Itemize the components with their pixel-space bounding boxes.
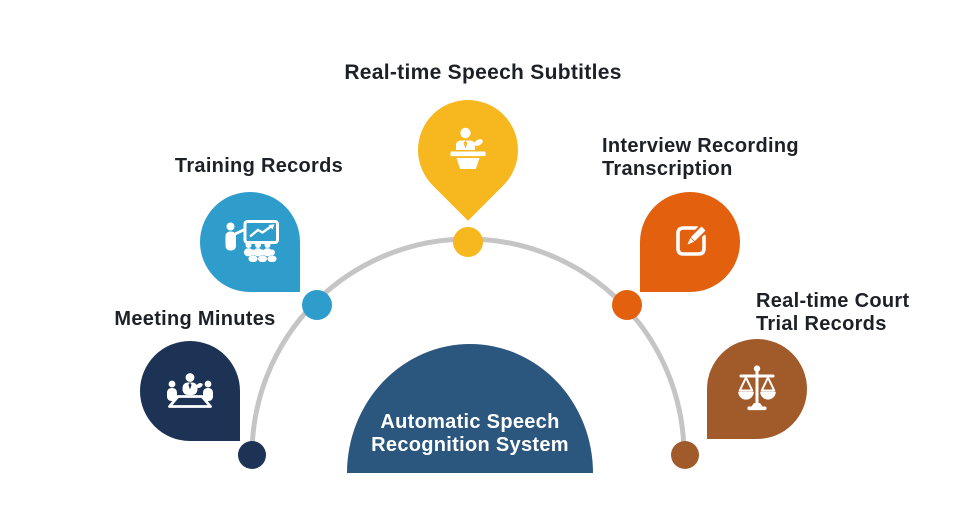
court-trial-records-label: Real-time Court Trial Records [756,290,910,336]
training-records-label: Training Records [174,155,344,177]
training-records-connector-dot [302,290,332,320]
center-system-label: Automatic Speech Recognition System [371,410,569,456]
edit-pencil-icon [671,221,711,266]
podium-speaker-icon [444,127,492,174]
meeting-minutes-connector-dot [238,441,266,469]
court-trial-records-connector-dot [671,441,699,469]
speech-subtitles-label: Real-time Speech Subtitles [344,61,622,84]
interview-transcription-label: Interview Recording Transcription [602,135,799,181]
meeting-table-icon [165,371,215,414]
speech-subtitles-connector-dot [453,227,483,257]
meeting-minutes-label: Meeting Minutes [114,308,276,330]
interview-transcription-connector-dot [612,290,642,320]
presentation-training-icon [223,220,279,267]
justice-scales-icon [735,365,779,416]
